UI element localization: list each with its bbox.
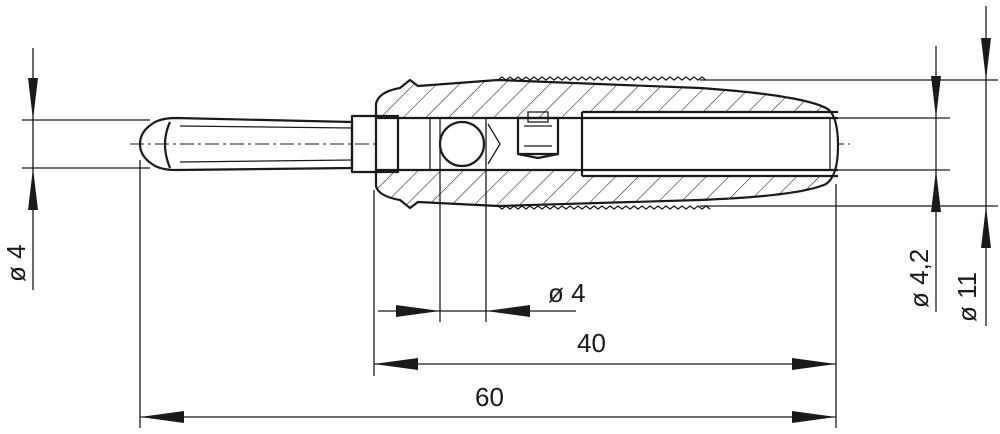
insulating-body <box>350 76 840 210</box>
overall-length-label: 60 <box>475 382 504 412</box>
pin-diameter-label: ø 4 <box>1 244 31 282</box>
overall-length-dimension <box>140 411 836 423</box>
body-length-label: 40 <box>577 328 606 358</box>
body-length-dimension <box>374 358 836 370</box>
pin-diameter-dimension <box>22 48 150 290</box>
contact-pin <box>138 116 354 172</box>
grub-screw <box>516 111 560 160</box>
body-diameter-dimension <box>700 6 998 326</box>
bore-diameter-label: ø 4,2 <box>904 249 934 308</box>
ball-diameter-label: ø 4 <box>548 278 586 308</box>
bore-diameter-dimension <box>838 46 950 312</box>
ball-diameter-dimension <box>378 305 576 317</box>
body-diameter-label: ø 11 <box>952 272 982 322</box>
